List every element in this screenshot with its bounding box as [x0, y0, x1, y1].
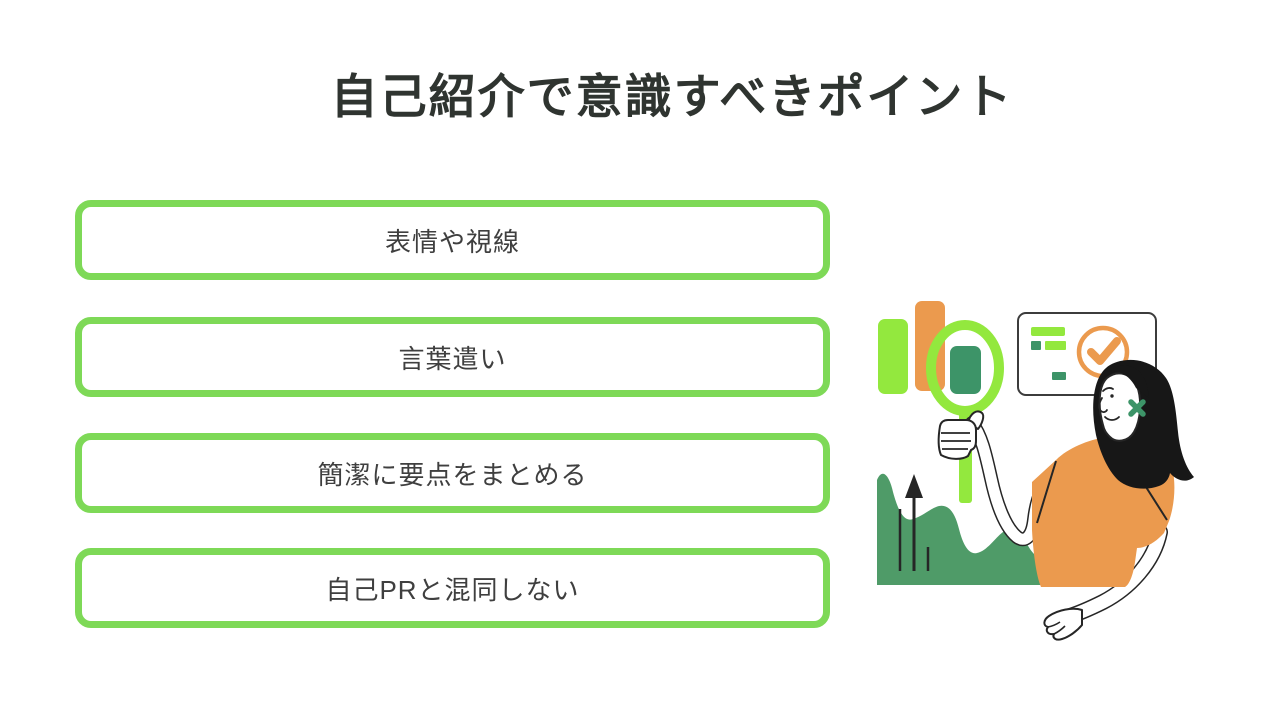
point-box-1: 表情や視線: [75, 200, 830, 280]
point-label-2: 言葉遣い: [398, 343, 507, 374]
point-box-2: 言葉遣い: [75, 317, 830, 397]
point-label-4: 自己PRと混同しない: [325, 574, 580, 605]
bar-chart-icon: [878, 301, 981, 394]
area-chart-icon: [877, 473, 1044, 585]
lower-arm: [1043, 524, 1168, 641]
point-box-3: 簡潔に要点をまとめる: [75, 433, 830, 513]
illustration: [877, 301, 1194, 641]
gripping-hand: [937, 410, 985, 460]
point-label-3: 簡潔に要点をまとめる: [317, 459, 588, 490]
earring-x-icon: [1128, 399, 1146, 417]
growth-arrow-icon: [898, 474, 930, 571]
page-title: 自己紹介で意識すべきポイント: [330, 70, 1014, 123]
face-features: [1098, 387, 1120, 421]
open-hand: [1043, 607, 1083, 641]
point-label-1: 表情や視線: [384, 226, 520, 257]
hair-bang: [1110, 365, 1149, 398]
woman-figure: [937, 359, 1194, 641]
point-box-4: 自己PRと混同しない: [75, 548, 830, 628]
